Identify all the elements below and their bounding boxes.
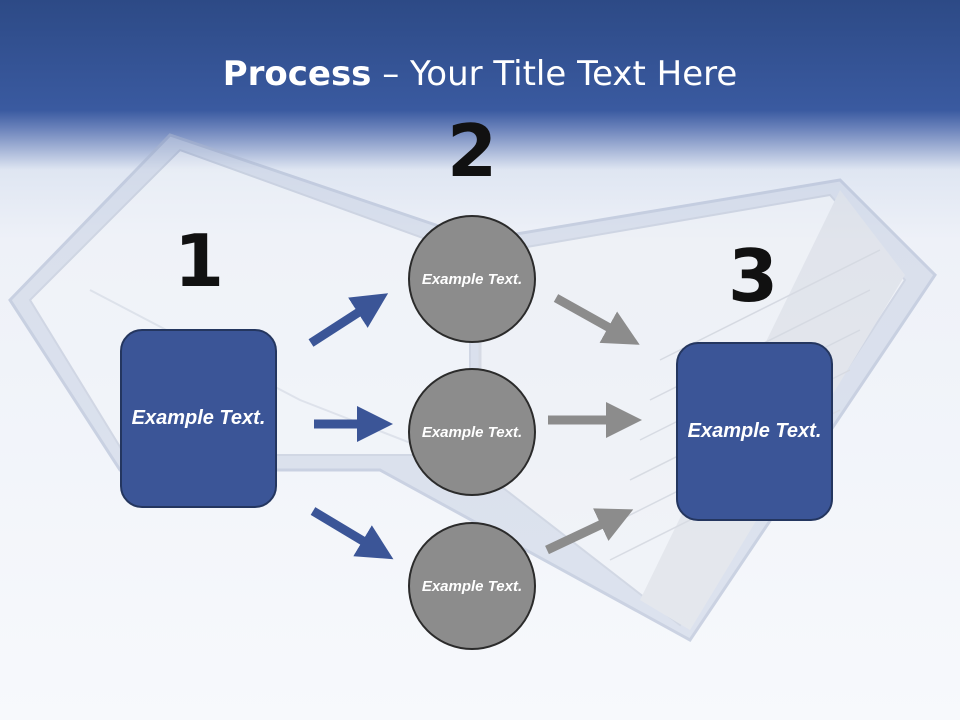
step-1-box-text: Example Text. (131, 407, 266, 429)
circle-top-text: Example Text. (421, 270, 523, 288)
arrow-right-icon (553, 294, 640, 345)
step-number-3: 3 (727, 234, 779, 318)
arrow-right-icon (310, 507, 394, 560)
step-number-2: 2 (446, 109, 498, 193)
arrow-right-icon (545, 508, 634, 555)
step-2-circle-middle: Example Text. (408, 368, 536, 496)
step-1-box: Example Text. (120, 329, 277, 508)
title-rest: – Your Title Text Here (371, 54, 738, 94)
step-3-box: Example Text. (676, 342, 833, 521)
step-3-box-text: Example Text. (687, 420, 822, 442)
circle-bottom-text: Example Text. (421, 577, 523, 595)
step-2-circle-bottom: Example Text. (408, 522, 536, 650)
circle-middle-text: Example Text. (421, 423, 523, 441)
step-2-circle-top: Example Text. (408, 215, 536, 343)
title-bold: Process (222, 54, 372, 94)
step-number-1: 1 (173, 219, 225, 303)
arrow-right-icon (308, 293, 389, 347)
slide-title: Process – Your Title Text Here (0, 52, 960, 96)
